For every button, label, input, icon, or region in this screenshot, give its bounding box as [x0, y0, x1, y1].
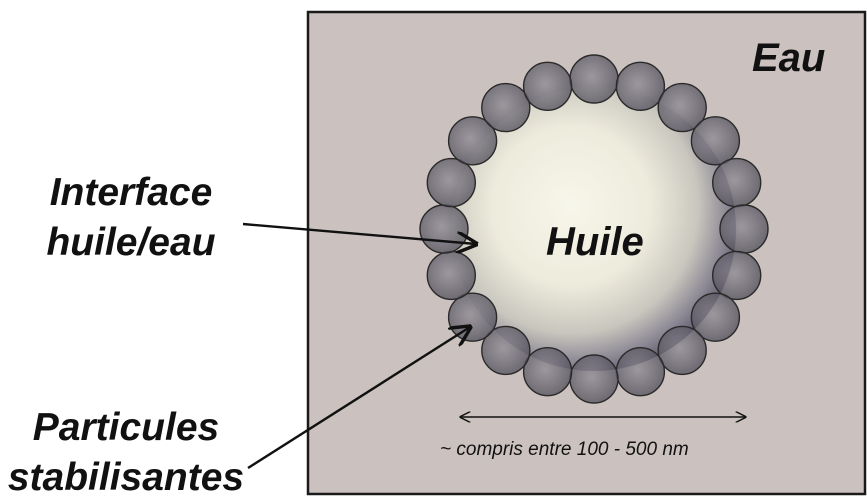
particle — [712, 250, 762, 301]
oil-label: Huile — [546, 220, 644, 264]
particle — [615, 347, 666, 397]
particle — [481, 325, 531, 376]
particle — [481, 82, 531, 133]
scale-label: ~ compris entre 100 - 500 nm — [440, 439, 689, 460]
particle — [426, 157, 476, 208]
interface-label-line2: huile/eau — [46, 220, 216, 264]
particle — [615, 61, 666, 112]
interface-pointer-arrow — [242, 222, 476, 244]
particle — [447, 292, 498, 342]
particle — [719, 204, 769, 254]
particle — [690, 292, 741, 342]
interface-label-line1: Interface — [49, 171, 213, 214]
particles-label-line1: Particules — [32, 406, 220, 449]
particle — [426, 250, 476, 301]
particle — [522, 347, 573, 397]
particle — [447, 116, 498, 166]
particle — [419, 204, 469, 254]
particles-label-line2: stabilisantes — [7, 455, 245, 496]
particle — [690, 116, 741, 166]
particle — [657, 82, 707, 133]
interface-label: Interface huile/eau — [0, 168, 262, 268]
particle — [569, 54, 619, 104]
particle — [657, 325, 707, 376]
particles-label: Particules stabilisantes — [0, 403, 252, 496]
particle — [569, 354, 619, 404]
particle — [712, 157, 762, 208]
particles-pointer-arrow — [247, 327, 470, 470]
water-label: Eau — [752, 36, 826, 80]
oil-droplet — [452, 87, 736, 371]
particle — [522, 61, 573, 112]
stabilizing-particles — [419, 54, 769, 404]
